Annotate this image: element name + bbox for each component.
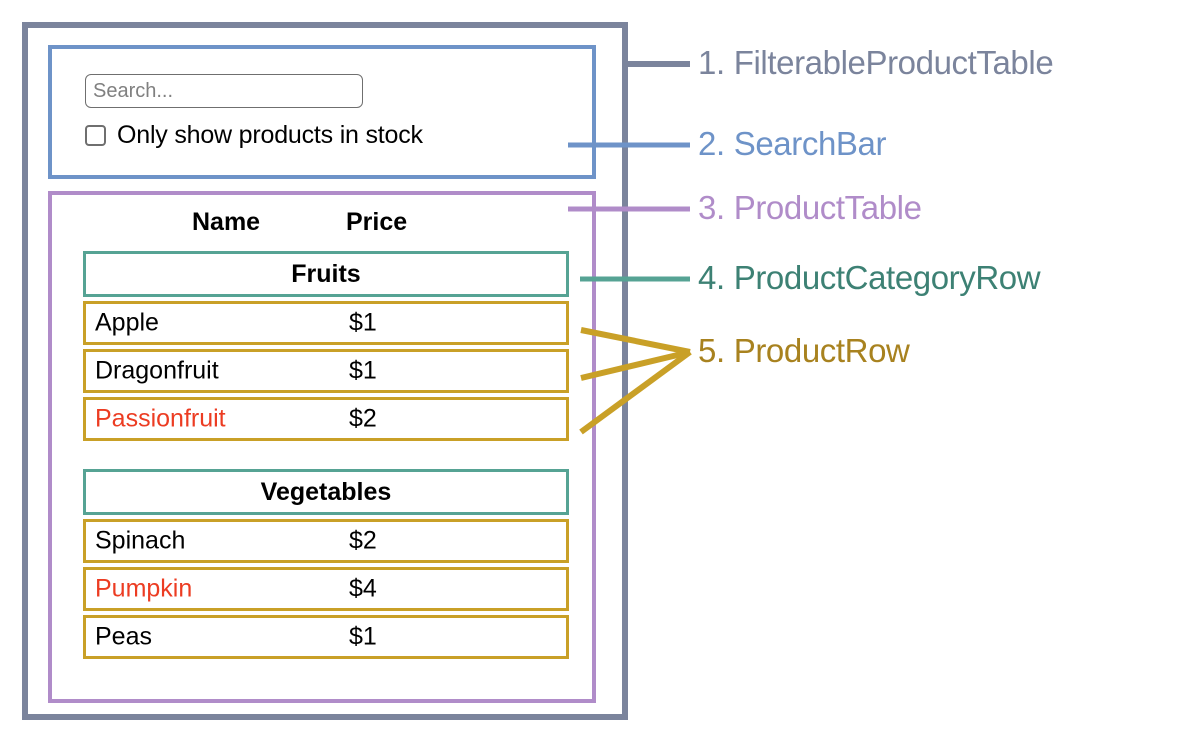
product-row[interactable]: Peas $1	[83, 615, 569, 659]
legend-number: 5.	[698, 332, 725, 369]
checkbox-icon[interactable]	[85, 125, 106, 146]
legend-text: SearchBar	[733, 125, 887, 162]
legend-item-product-category-row: 4.ProductCategoryRow	[698, 259, 1041, 297]
legend-item-product-table: 3.ProductTable	[698, 189, 922, 227]
product-category-row: Vegetables	[83, 469, 569, 515]
legend-text: ProductCategoryRow	[733, 259, 1041, 296]
product-row[interactable]: Dragonfruit $1	[83, 349, 569, 393]
in-stock-checkbox-label: Only show products in stock	[117, 121, 423, 149]
product-category-label: Vegetables	[260, 477, 392, 506]
product-category-row: Fruits	[83, 251, 569, 297]
legend-number: 1.	[698, 44, 725, 81]
legend-item-filterable-product-table: 1.FilterableProductTable	[698, 44, 1054, 82]
column-header-price: Price	[346, 208, 408, 236]
legend-text: ProductRow	[733, 332, 910, 369]
filterable-product-table-boundary: Only show products in stock Name Price F…	[22, 22, 628, 720]
column-header-name: Name	[192, 208, 261, 236]
product-row[interactable]: Apple $1	[83, 301, 569, 345]
product-price: $2	[349, 526, 377, 555]
group-spacer	[83, 445, 569, 469]
product-name: Dragonfruit	[95, 356, 219, 385]
product-table-boundary: Name Price Fruits Apple $1 Dragonfruit $…	[48, 191, 596, 703]
legend-item-product-row: 5.ProductRow	[698, 332, 910, 370]
product-table-body: Fruits Apple $1 Dragonfruit $1 Passionfr…	[83, 251, 569, 663]
product-name: Apple	[95, 308, 159, 337]
legend-number: 4.	[698, 259, 725, 296]
legend-item-search-bar: 2.SearchBar	[698, 125, 886, 163]
search-input[interactable]	[85, 74, 363, 108]
legend-number: 3.	[698, 189, 725, 226]
product-category-label: Fruits	[291, 259, 361, 288]
legend-number: 2.	[698, 125, 725, 162]
product-row[interactable]: Spinach $2	[83, 519, 569, 563]
product-price: $4	[349, 574, 377, 603]
product-price: $2	[349, 404, 377, 433]
product-name: Peas	[95, 622, 152, 651]
product-table-header: Name Price	[52, 195, 592, 251]
product-price: $1	[349, 308, 377, 337]
product-row[interactable]: Passionfruit $2	[83, 397, 569, 441]
legend-text: ProductTable	[733, 189, 922, 226]
product-row[interactable]: Pumpkin $4	[83, 567, 569, 611]
product-price: $1	[349, 356, 377, 385]
in-stock-checkbox-row[interactable]: Only show products in stock	[85, 121, 423, 150]
product-name: Passionfruit	[95, 404, 226, 433]
product-price: $1	[349, 622, 377, 651]
product-name: Spinach	[95, 526, 186, 555]
legend-text: FilterableProductTable	[733, 44, 1054, 81]
product-name: Pumpkin	[95, 574, 193, 603]
search-bar-boundary: Only show products in stock	[48, 45, 596, 179]
